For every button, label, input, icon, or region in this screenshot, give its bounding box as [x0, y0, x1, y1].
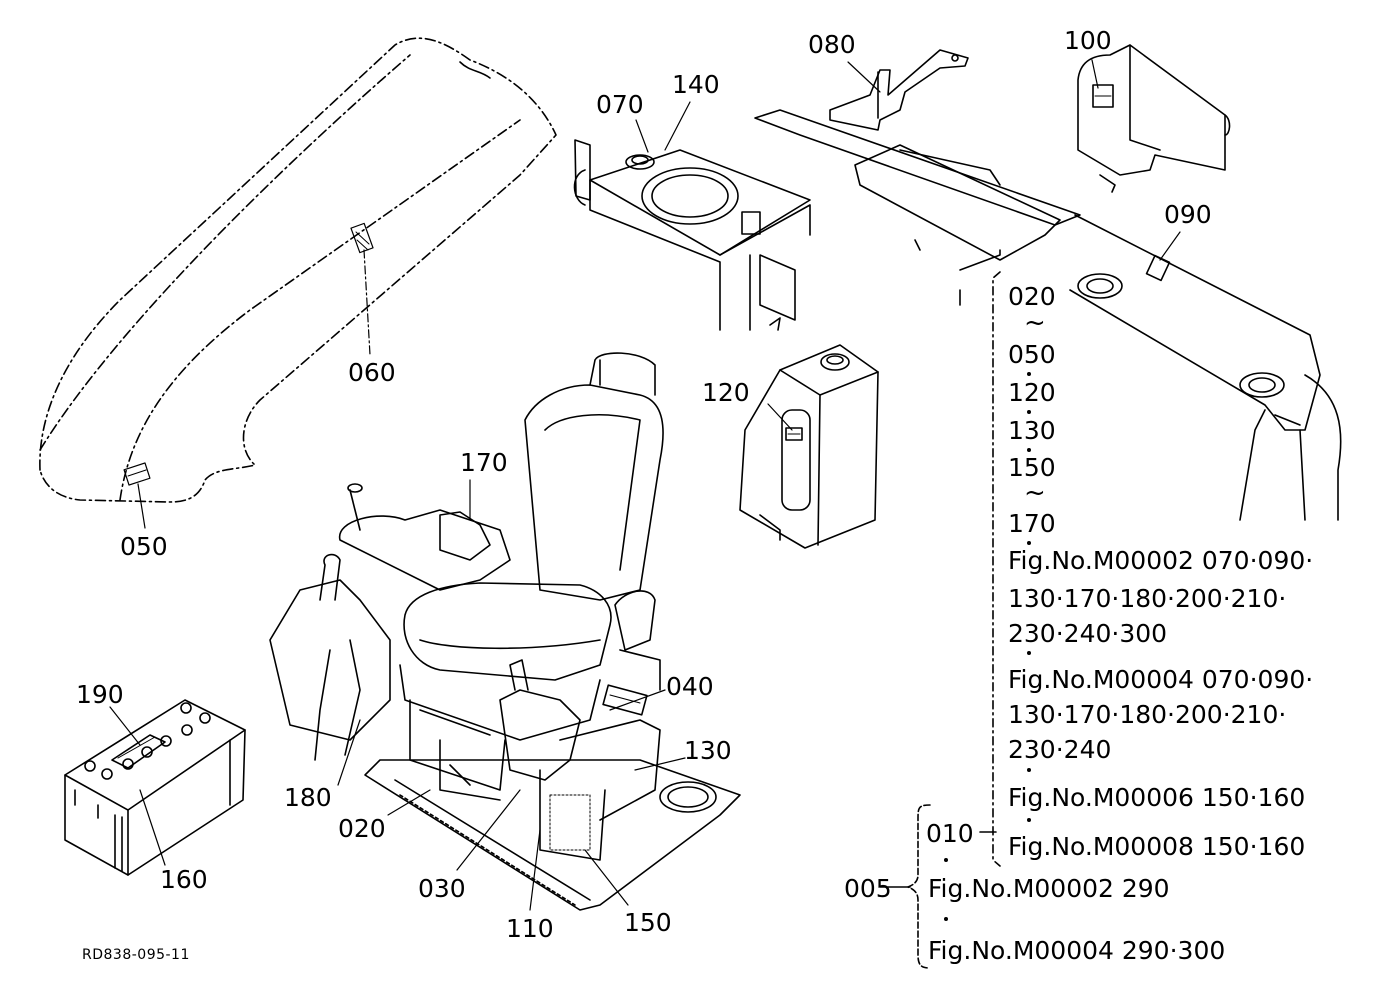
fig-note-m00004-line2: 130·170·180·200·210·	[1008, 700, 1287, 729]
separator-dot	[1027, 372, 1031, 376]
callout-020[interactable]: 020	[338, 814, 386, 843]
fig-note-m00008: Fig.No.M00008 150·160	[1008, 832, 1306, 861]
engine-hood-illustration	[39, 37, 557, 503]
range-tilde-2: ~	[1024, 478, 1046, 508]
callout-110[interactable]: 110	[506, 914, 554, 943]
range-item-150: 150	[1008, 453, 1056, 482]
battery-illustration	[64, 699, 246, 876]
callout-170[interactable]: 170	[460, 448, 508, 477]
callout-190[interactable]: 190	[76, 680, 124, 709]
side-panel-120-illustration	[739, 344, 879, 549]
callout-100[interactable]: 100	[1064, 26, 1112, 55]
range-item-020: 020	[1008, 282, 1056, 311]
callout-140[interactable]: 140	[672, 70, 720, 99]
callout-040[interactable]: 040	[666, 672, 714, 701]
range-item-120: 120	[1008, 378, 1056, 407]
separator-dot	[1027, 410, 1031, 414]
callout-050[interactable]: 050	[120, 532, 168, 561]
drawing-code: RD838-095-11	[82, 947, 190, 963]
separator-dot	[1027, 768, 1031, 772]
callout-120[interactable]: 120	[702, 378, 750, 407]
fig-note-m00004-b: Fig.No.M00004 290·300	[928, 936, 1226, 965]
callout-030[interactable]: 030	[418, 874, 466, 903]
separator-dot	[1027, 818, 1031, 822]
cover-100-illustration	[1077, 44, 1231, 193]
fig-note-m00004-line3: 230·240	[1008, 735, 1112, 764]
range-item-050: 050	[1008, 340, 1056, 369]
callout-090[interactable]: 090	[1164, 200, 1212, 229]
seat-frame-illustration	[754, 109, 1342, 521]
fig-note-m00004-line1: Fig.No.M00004 070·090·	[1008, 665, 1314, 694]
callout-160[interactable]: 160	[160, 865, 208, 894]
separator-dot	[944, 858, 948, 862]
callout-070[interactable]: 070	[596, 90, 644, 119]
separator-dot	[944, 917, 948, 921]
separator-dot	[1027, 541, 1031, 545]
callout-060[interactable]: 060	[348, 358, 396, 387]
separator-dot	[1027, 651, 1031, 655]
fig-note-m00002-b: Fig.No.M00002 290	[928, 874, 1170, 903]
callout-010[interactable]: 010	[926, 819, 974, 848]
fig-note-m00002-line1: Fig.No.M00002 070·090·	[1008, 546, 1314, 575]
range-item-130: 130	[1008, 416, 1056, 445]
callout-130[interactable]: 130	[684, 736, 732, 765]
callout-150[interactable]: 150	[624, 908, 672, 937]
bracket-080-illustration	[829, 49, 969, 131]
range-item-170: 170	[1008, 509, 1056, 538]
fig-note-m00002-line2: 130·170·180·200·210·	[1008, 584, 1287, 613]
operator-seat-illustration	[269, 352, 741, 911]
callout-005[interactable]: 005	[844, 874, 892, 903]
callout-180[interactable]: 180	[284, 783, 332, 812]
range-tilde-1: ~	[1024, 308, 1046, 338]
callout-080[interactable]: 080	[808, 30, 856, 59]
frame-box-illustration	[573, 139, 811, 331]
fig-note-m00006: Fig.No.M00006 150·160	[1008, 783, 1306, 812]
fig-note-m00002-line3: 230·240·300	[1008, 619, 1168, 648]
separator-dot	[1027, 448, 1031, 452]
